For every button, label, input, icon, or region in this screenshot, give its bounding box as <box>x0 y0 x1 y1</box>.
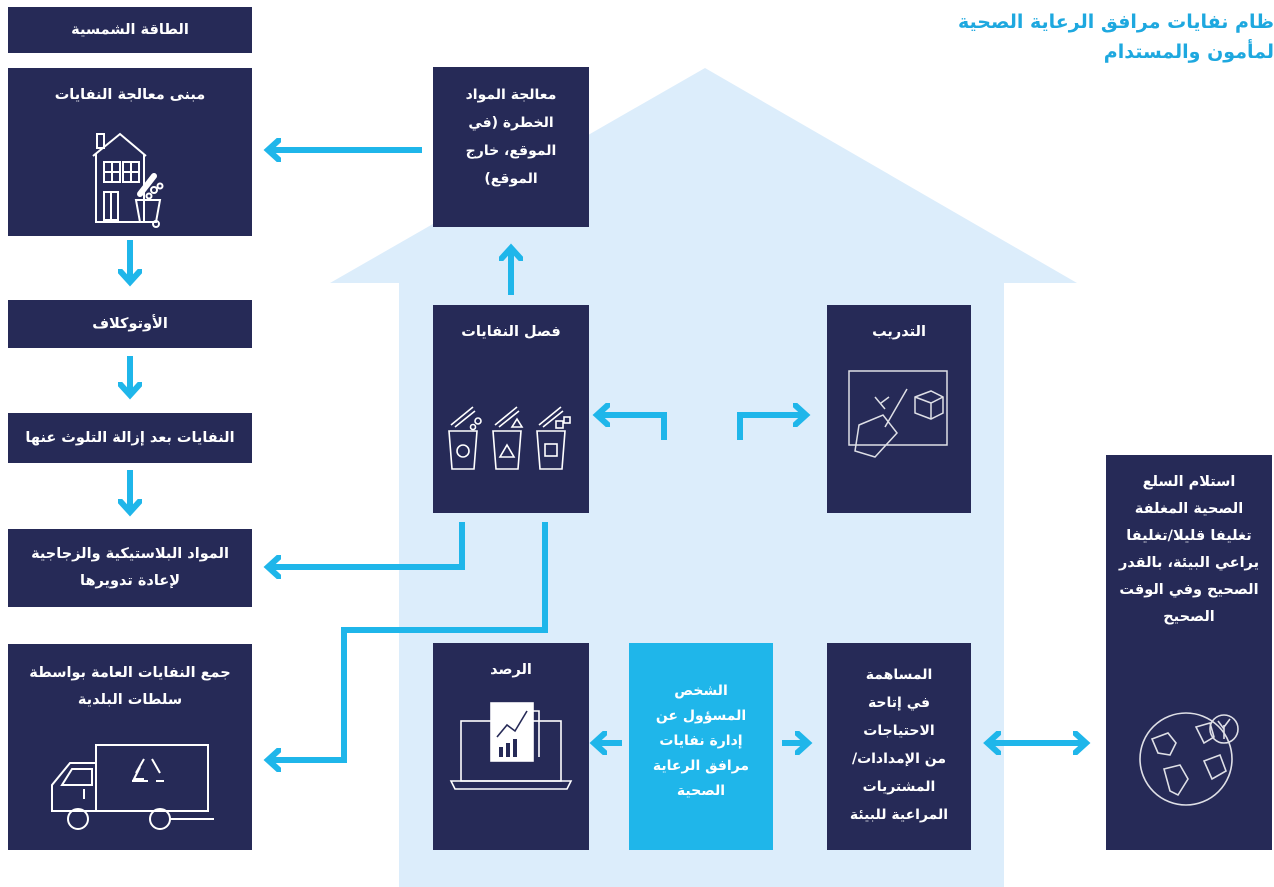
arrow-person-to-training <box>737 415 806 440</box>
green-goods-box: استلام السلع الصحية المغلفة تغليفا قليلا… <box>1106 455 1272 850</box>
treatment-building-label: مبنى معالجة النفايات <box>54 87 206 103</box>
procurement-label: المساهمة في إتاحة الاحتياجات من الإمدادا… <box>849 667 949 823</box>
training-box: التدريب <box>827 305 971 513</box>
globe-icon <box>1139 712 1239 806</box>
autoclave-box: الأوتوكلاف <box>8 300 252 348</box>
monitoring-box: الرصد <box>433 643 589 850</box>
solar-energy-box: الطاقة الشمسية <box>8 7 252 53</box>
procurement-box: المساهمة في إتاحة الاحتياجات من الإمدادا… <box>827 643 971 850</box>
arrow-segregation-to-recycling <box>268 522 465 567</box>
responsible-person-box: الشخص المسؤول عن إدارة نفايات مرافق الرع… <box>629 643 773 850</box>
decontaminated-box: النفايات بعد إزالة التلوث عنها <box>8 413 252 463</box>
monitoring-label: الرصد <box>490 662 532 678</box>
autoclave-label: الأوتوكلاف <box>92 315 168 332</box>
decontaminated-label: النفايات بعد إزالة التلوث عنها <box>25 429 235 446</box>
hazardous-treatment-label: معالجة المواد الخطرة (في الموقع، خارج ال… <box>465 87 557 187</box>
arrow-person-to-segregation <box>597 415 667 440</box>
building-icon <box>92 132 164 228</box>
recycling-label: المواد البلاستيكية والزجاجية لإعادة تدوي… <box>31 546 229 589</box>
arrow-segregation-to-municipal <box>268 522 548 760</box>
municipal-label: جمع النفايات العامة بواسطة سلطات البلدية <box>29 665 231 708</box>
municipal-box: جمع النفايات العامة بواسطة سلطات البلدية <box>8 644 252 850</box>
solar-energy-label: الطاقة الشمسية <box>71 21 189 38</box>
truck-icon <box>51 744 214 830</box>
training-board-icon <box>848 370 948 458</box>
recycling-box: المواد البلاستيكية والزجاجية لإعادة تدوي… <box>8 529 252 607</box>
hazardous-treatment-box: معالجة المواد الخطرة (في الموقع، خارج ال… <box>433 67 589 227</box>
report-screen-icon <box>449 702 573 790</box>
segregation-box: فصل النفايات <box>433 305 589 513</box>
diagram-title: ظام نفايات مرافق الرعاية الصحية لمأمون و… <box>958 11 1274 63</box>
bins-icon <box>448 406 571 470</box>
segregation-label: فصل النفايات <box>461 324 561 340</box>
responsible-person-label: الشخص المسؤول عن إدارة نفايات مرافق الرع… <box>652 683 750 799</box>
training-label: التدريب <box>872 324 926 340</box>
treatment-building-box: مبنى معالجة النفايات <box>8 68 252 236</box>
green-goods-label: استلام السلع الصحية المغلفة تغليفا قليلا… <box>1118 474 1260 625</box>
